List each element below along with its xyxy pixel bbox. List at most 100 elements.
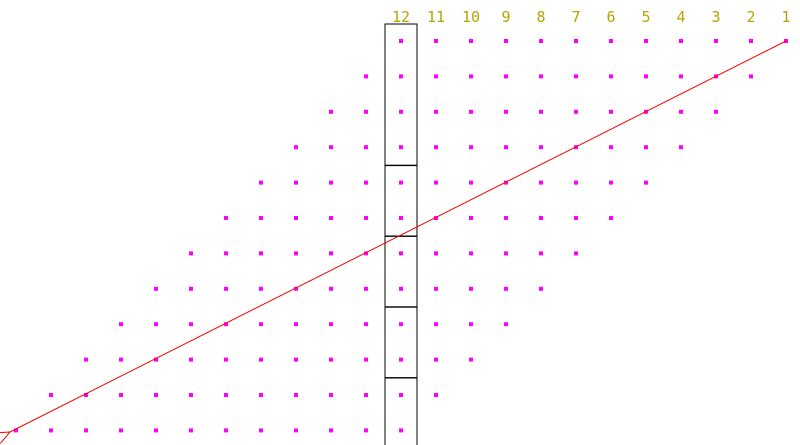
grid-dot — [469, 109, 473, 114]
highlight-box — [384, 377, 418, 445]
grid-dot — [434, 145, 438, 150]
grid-dot — [504, 286, 508, 291]
column-label: 12 — [392, 8, 410, 26]
grid-dot — [469, 357, 473, 362]
grid-dot — [609, 180, 613, 185]
grid-dot — [154, 322, 158, 327]
grid-dot — [504, 145, 508, 150]
grid-dot — [539, 251, 543, 256]
grid-dot — [539, 74, 543, 79]
column-label: 10 — [462, 8, 480, 26]
grid-dot — [679, 145, 683, 150]
grid-dot — [119, 428, 123, 433]
grid-dot — [259, 251, 263, 256]
grid-dot — [714, 39, 718, 43]
grid-dot — [189, 393, 193, 397]
grid-dot — [294, 180, 298, 185]
grid-dot — [294, 216, 298, 220]
grid-dot — [609, 216, 613, 220]
grid-dot — [294, 428, 298, 433]
grid-dot — [259, 393, 263, 397]
grid-dot — [49, 428, 53, 433]
grid-dot — [224, 428, 228, 433]
highlight-boxes — [384, 23, 418, 445]
column-label: 11 — [427, 8, 445, 26]
grid-dot — [434, 109, 438, 114]
grid-dot — [329, 251, 333, 256]
grid-dot — [609, 145, 613, 150]
grid-dot — [504, 216, 508, 220]
grid-dot — [574, 251, 578, 256]
grid-dot — [399, 145, 403, 150]
grid-dot — [434, 74, 438, 79]
grid-dot — [259, 322, 263, 327]
grid-dot — [469, 251, 473, 256]
grid-dot — [539, 286, 543, 291]
highlight-box — [384, 23, 418, 166]
grid-dot — [224, 393, 228, 397]
grid-dot — [189, 357, 193, 362]
grid-dot — [84, 357, 88, 362]
grid-dot — [329, 180, 333, 185]
grid-dot — [329, 216, 333, 220]
grid-dot — [434, 251, 438, 256]
grid-dot — [749, 39, 753, 43]
grid-dot — [469, 145, 473, 150]
grid-dot — [364, 145, 368, 150]
grid-dot — [224, 322, 228, 327]
grid-dot — [434, 393, 438, 397]
grid-dot — [329, 322, 333, 327]
grid-dot — [294, 393, 298, 397]
grid-dot — [644, 145, 648, 150]
grid-dot — [644, 39, 648, 43]
grid-dot — [119, 357, 123, 362]
grid-dot — [574, 109, 578, 114]
grid-dot — [399, 180, 403, 185]
grid-dot — [399, 357, 403, 362]
grid-dot — [504, 251, 508, 256]
grid-dot — [14, 428, 18, 433]
grid-dot — [154, 393, 158, 397]
grid-dot — [259, 428, 263, 433]
grid-dot — [294, 357, 298, 362]
grid-dot — [364, 393, 368, 397]
grid-dot — [469, 322, 473, 327]
grid-dot — [119, 322, 123, 327]
grid-dot — [609, 74, 613, 79]
grid-dot — [364, 251, 368, 256]
grid-dot — [434, 39, 438, 43]
grid-dot — [84, 393, 88, 397]
grid-dot — [469, 39, 473, 43]
grid-dot — [399, 428, 403, 433]
grid-dot — [434, 286, 438, 291]
column-label: 3 — [711, 8, 720, 26]
grid-dot — [329, 109, 333, 114]
grid-dot — [329, 357, 333, 362]
grid-dot — [399, 393, 403, 397]
grid-dot — [399, 251, 403, 256]
grid-dot — [399, 109, 403, 114]
grid-dot — [434, 357, 438, 362]
grid-dot — [189, 322, 193, 327]
grid-dot — [294, 286, 298, 291]
grid-dot — [119, 393, 123, 397]
grid-dot — [644, 180, 648, 185]
grid-dot — [364, 428, 368, 433]
grid-dot — [259, 216, 263, 220]
column-label: 2 — [746, 8, 755, 26]
grid-dot — [259, 286, 263, 291]
grid-dot — [294, 145, 298, 150]
grid-dot — [399, 74, 403, 79]
grid-dot — [294, 251, 298, 256]
grid-dot — [154, 428, 158, 433]
grid-dot — [364, 286, 368, 291]
grid-dot — [189, 428, 193, 433]
grid-dot — [364, 357, 368, 362]
grid-dot — [679, 109, 683, 114]
grid-dot — [259, 180, 263, 185]
grid-dot — [364, 74, 368, 79]
grid-dot — [49, 393, 53, 397]
grid-dot — [539, 216, 543, 220]
grid-dot — [364, 109, 368, 114]
grid-dot — [259, 357, 263, 362]
